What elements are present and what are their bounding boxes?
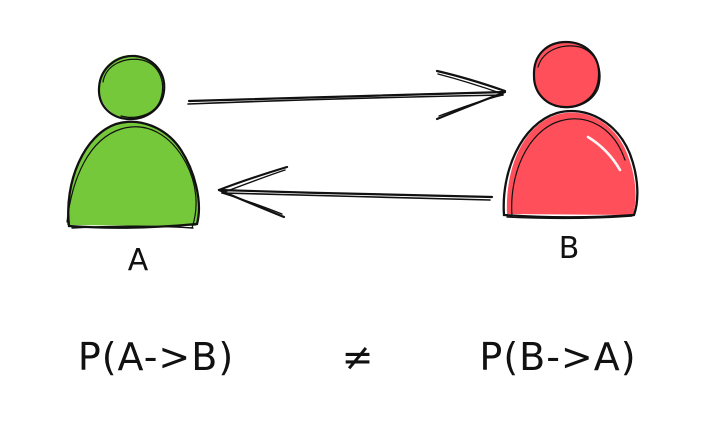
person-b-head [532,40,601,109]
person-b: B [502,40,639,266]
probability-formula: P(A->B) ≠ P(B->A) [78,335,636,379]
person-a-head [97,54,166,121]
formula-left: P(A->B) [78,335,234,379]
person-b-label: B [559,231,580,266]
arrow-b-to-a [217,165,494,219]
person-b-body [502,109,639,220]
person-a-body [66,120,201,229]
arrow-a-to-b [187,69,507,121]
person-a: A [66,54,201,278]
formula-right: P(B->A) [479,335,636,379]
formula-operator: ≠ [342,335,375,379]
person-a-label: A [128,243,149,278]
